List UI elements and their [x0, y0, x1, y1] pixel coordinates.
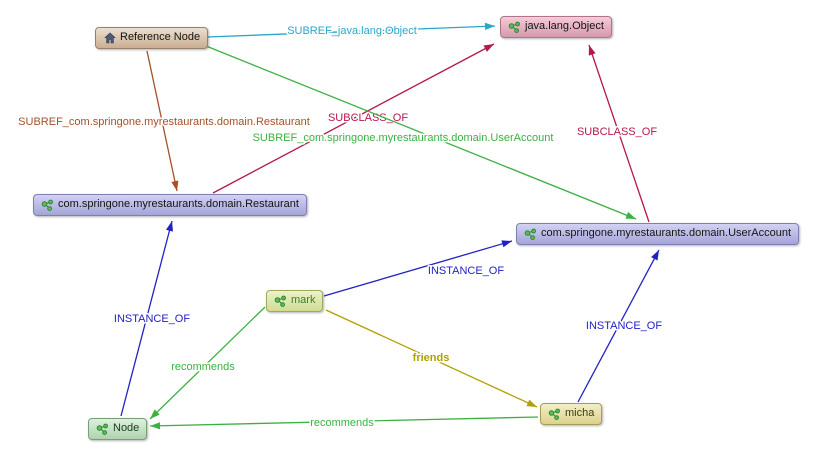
edge-arrowhead-subclass-restaurant-object: [483, 44, 494, 52]
graph-node-label: com.springone.myrestaurants.domain.Resta…: [58, 198, 299, 210]
edge-line-friends-mark-micha: [325, 309, 538, 408]
edge-arrowhead-recommends-micha-node: [150, 422, 161, 430]
edge-label-instanceof-micha: INSTANCE_OF: [586, 320, 662, 332]
edge-arrowhead-instanceof-micha: [651, 250, 659, 261]
edge-line-recommends-mark-node: [149, 306, 266, 420]
edge-label-recommends-mark-node: recommends: [171, 361, 235, 373]
edge-arrowhead-instanceof-mark: [501, 240, 512, 248]
home-icon: [103, 32, 116, 45]
graph-node-label: micha: [565, 407, 595, 419]
edge-label-subref-restaurant: SUBREF_com.springone.myrestaurants.domai…: [18, 116, 310, 128]
graph-node-restaurant-class[interactable]: com.springone.myrestaurants.domain.Resta…: [33, 194, 307, 216]
edge-arrowhead-instanceof-node: [166, 221, 173, 232]
edge-label-subref-object: SUBREF_java.lang.Object: [287, 25, 417, 37]
edge-label-subclass-useraccount-object: SUBCLASS_OF: [577, 126, 657, 138]
graph-node-label: Reference Node: [120, 31, 201, 43]
edge-line-subref-object: [206, 25, 496, 38]
graph-node-node[interactable]: Node: [88, 418, 148, 440]
edge-line-subref-restaurant: [146, 50, 178, 192]
edge-label-subclass-restaurant-object: SUBCLASS_OF: [328, 112, 408, 124]
edge-line-instanceof-mark: [323, 240, 513, 297]
edge-arrowhead-friends-mark-micha: [526, 399, 537, 407]
graph-node-reference-node[interactable]: Reference Node: [95, 27, 209, 49]
edge-line-subclass-useraccount-object: [588, 44, 650, 223]
edge-label-instanceof-mark: INSTANCE_OF: [428, 265, 504, 277]
edge-line-instanceof-node: [120, 220, 173, 417]
edge-line-instanceof-micha: [577, 249, 660, 403]
molecule-icon: [274, 295, 287, 308]
molecule-icon: [524, 228, 537, 241]
graph-node-label: mark: [291, 294, 316, 306]
edge-label-instanceof-node: INSTANCE_OF: [114, 313, 190, 325]
edge-arrowhead-recommends-mark-node: [150, 409, 160, 419]
edge-line-subclass-restaurant-object: [212, 43, 495, 194]
graph-node-useraccount-class[interactable]: com.springone.myrestaurants.domain.UserA…: [516, 223, 800, 245]
molecule-icon: [41, 199, 54, 212]
edge-arrowhead-subref-object: [484, 22, 495, 30]
graph-node-label: Node: [113, 422, 140, 434]
edge-label-subref-useraccount: SUBREF_com.springone.myrestaurants.domai…: [253, 132, 554, 144]
graph-node-label: com.springone.myrestaurants.domain.UserA…: [541, 227, 792, 239]
edge-label-recommends-micha-node: recommends: [310, 417, 374, 429]
graph-node-micha[interactable]: micha: [540, 403, 603, 425]
graph-node-java-lang-object[interactable]: java.lang.Object: [500, 16, 612, 38]
graph-node-label: java.lang.Object: [525, 20, 604, 32]
graph-node-mark[interactable]: mark: [266, 290, 324, 312]
molecule-icon: [96, 423, 109, 436]
edge-line-subref-useraccount: [205, 45, 637, 220]
edge-arrowhead-subref-useraccount: [625, 211, 636, 219]
edge-label-friends-mark-micha: friends: [413, 352, 450, 364]
edge-line-recommends-micha-node: [149, 416, 539, 427]
edge-arrowhead-subclass-useraccount-object: [588, 45, 596, 56]
molecule-icon: [548, 408, 561, 421]
molecule-icon: [508, 21, 521, 34]
edge-arrowhead-subref-restaurant: [171, 180, 179, 191]
